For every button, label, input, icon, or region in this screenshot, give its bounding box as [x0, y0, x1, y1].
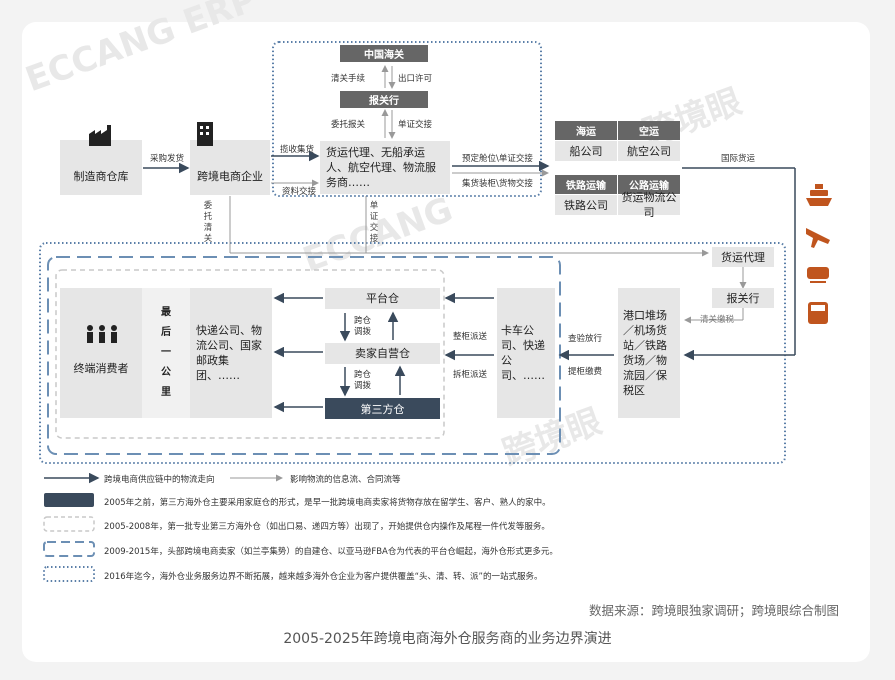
legend-thin-arrow: 影响物流的信息流、合同流等 [290, 475, 401, 485]
forwarder-label: 货运代理、无船承运人、航空代理、物流服务商…… [326, 146, 436, 189]
legend-item-1: 2005年之前，第三方海外仓主要采用家庭仓的形式，是早一批跨境电商卖家将货物存放… [104, 498, 551, 508]
entrust-declare-label: 委托报关 [331, 120, 366, 130]
rail-header: 铁路运输 [555, 175, 617, 194]
caption: 2005-2025年跨境电商海外仓服务商的业务边界演进 [283, 631, 612, 647]
manufacturer-box: 制造商仓库 [60, 140, 142, 195]
purchase-ship-label: 采购发货 [150, 154, 185, 164]
manufacturer-label: 制造商仓库 [73, 170, 129, 183]
couriers-label: 快递公司、物流公司、国家邮政集团、…… [196, 324, 262, 382]
forwarder-box: 货运代理、无船承运人、航空代理、物流服务商…… [320, 141, 450, 194]
whole-cabinet-label: 整柜派送 [453, 332, 488, 342]
last-mile-label: 最后一公里 [161, 307, 171, 398]
platform-wh-box: 平台仓 [325, 288, 440, 309]
declaration-box: 报关行 [340, 91, 428, 108]
doc-handover-vlabel: 单证交接 [369, 201, 379, 244]
port-label: 港口堆场／机场货站／铁路货场／物流园／保税区 [623, 309, 667, 397]
people-icon [87, 325, 117, 343]
notify-goods-label: 揽收集货 [280, 145, 315, 155]
split-cabinet-label: 拆柜派送 [453, 370, 488, 380]
book-space-label: 预定舱位\单证交接 [462, 154, 533, 164]
legend-item-3: 2009-2015年，头部跨境电商卖家（如兰亭集势）的自建仓、以亚马逊FBA仓为… [104, 547, 558, 557]
airline-cell: 航空公司 [618, 141, 680, 161]
rail-company-cell: 铁路公司 [555, 195, 617, 215]
entrust-clear-vlabel: 委托清关 [203, 201, 213, 244]
cross-wh-label-1: 跨仓调拨 [354, 316, 372, 337]
airplane-icon [806, 228, 830, 248]
cross-border-company-label: 跨境电商企业 [197, 170, 263, 183]
legend-solid-arrow: 跨境电商供应链中的物流走向 [104, 475, 215, 485]
intl-freight-label: 国际货运 [721, 154, 756, 164]
pickup-fee-label: 提柜缴费 [568, 367, 603, 377]
truck-box: 卡车公司、快递公司、…… [497, 288, 555, 418]
freight-company-cell: 货运物流公司 [618, 191, 680, 219]
legend-item-2: 2005-2008年，第一批专业第三方海外仓（如出口易、递四方等）出现了，开始提… [104, 522, 550, 532]
freight-agent-box: 货运代理 [712, 247, 774, 267]
export-permit-label: 出口许可 [398, 74, 433, 84]
sea-header: 海运 [555, 121, 617, 140]
doc-exchange-label: 资料交接 [282, 187, 317, 197]
factory-icon [89, 125, 111, 146]
truck-label: 卡车公司、快递公司、…… [501, 324, 545, 382]
source-note: 数据来源：跨境眼独家调研；跨境眼综合制图 [588, 603, 839, 618]
consumer-label: 终端消费者 [73, 361, 129, 375]
air-header: 空运 [618, 121, 680, 140]
cross-wh-label-2: 跨仓调拨 [354, 370, 372, 391]
china-customs-box: 中国海关 [340, 45, 428, 62]
port-box: 港口堆场／机场货站／铁路货场／物流园／保税区 [618, 288, 680, 418]
last-mile-box: 最后一公里 [142, 288, 190, 418]
ship-icon [806, 184, 832, 206]
truck-icon [808, 302, 828, 324]
customs-broker-box: 报关行 [712, 288, 774, 308]
third-party-wh-box: 第三方仓 [325, 398, 440, 419]
couriers-box: 快递公司、物流公司、国家邮政集团、…… [190, 288, 272, 418]
ship-company-cell: 船公司 [555, 141, 617, 161]
cross-border-company-box: 跨境电商企业 [190, 140, 270, 195]
road-header: 公路运输 [618, 175, 680, 194]
clearance-label: 清关手续 [331, 74, 366, 84]
train-icon [807, 267, 829, 283]
clear-tax-label: 清关缴税 [700, 315, 735, 325]
legend-item-4: 2016年迄今，海外仓业务服务边界不断拓展，越来越多海外仓企业为客户提供覆盖“头… [104, 572, 543, 582]
building-icon [197, 122, 213, 146]
doc-handover-label: 单证交接 [398, 120, 433, 130]
check-release-label: 查验放行 [568, 334, 603, 344]
consumer-box: 终端消费者 [60, 288, 142, 418]
seller-wh-box: 卖家自营仓 [325, 343, 440, 364]
container-pack-label: 集货装柜\货物交接 [462, 179, 533, 189]
